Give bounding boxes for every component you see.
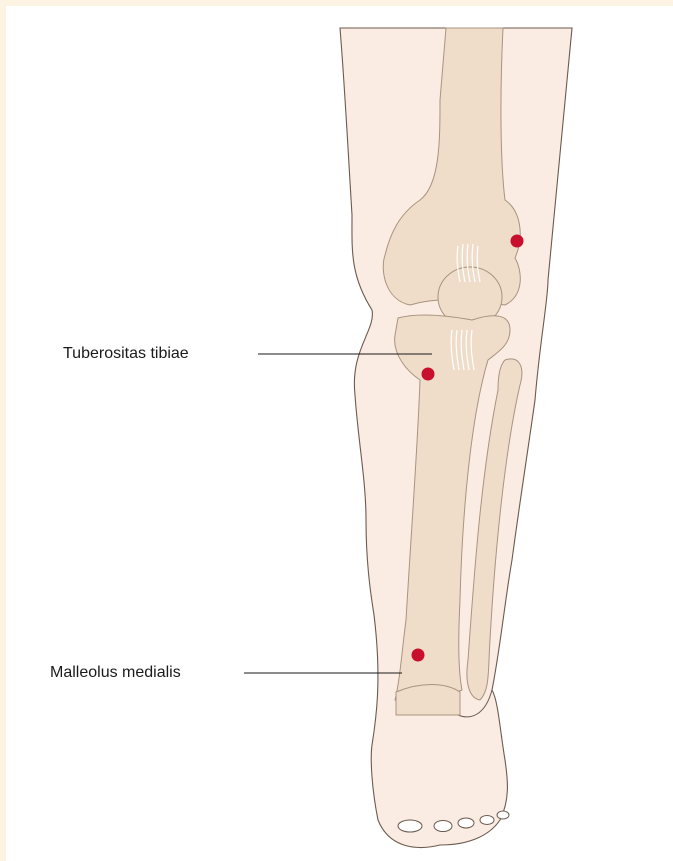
label-malleolus-medialis: Malleolus medialis [50,663,181,683]
marker-malleolus [412,649,425,662]
marker-tuberositas [422,368,435,381]
toe-1 [398,820,422,832]
toe-2 [434,821,452,832]
toe-4 [480,816,494,825]
toe-5 [497,811,509,819]
talus [396,685,460,716]
toe-3 [458,818,474,828]
marker-knee-lateral [511,235,524,248]
label-tuberositas-tibiae: Tuberositas tibiae [63,344,189,364]
